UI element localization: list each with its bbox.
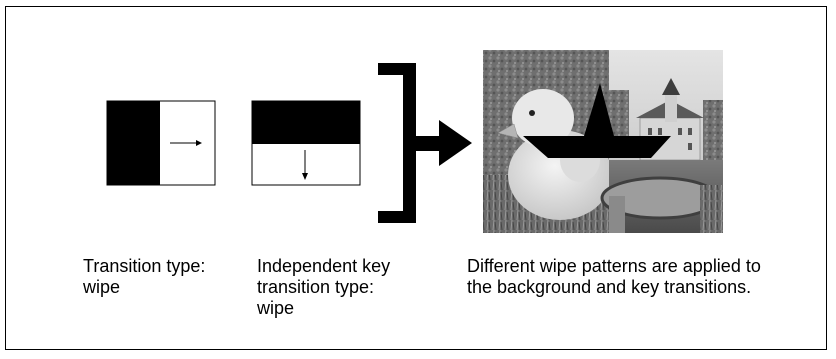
right-arrow-icon bbox=[170, 140, 202, 146]
wipe-caption: Transition type: wipe bbox=[83, 256, 206, 297]
bracket-icon bbox=[378, 63, 416, 223]
figure-frame bbox=[5, 6, 827, 350]
key-transition-caption: Independent key transition type: wipe bbox=[257, 256, 391, 318]
horizontal-wipe-icon bbox=[106, 100, 216, 186]
result-caption: Different wipe patterns are applied to t… bbox=[467, 256, 761, 297]
composite-photo bbox=[483, 50, 723, 233]
vertical-wipe-icon bbox=[251, 100, 361, 186]
star-icon bbox=[523, 83, 671, 158]
down-arrow-icon bbox=[302, 150, 308, 180]
block-arrow-icon bbox=[416, 120, 472, 166]
